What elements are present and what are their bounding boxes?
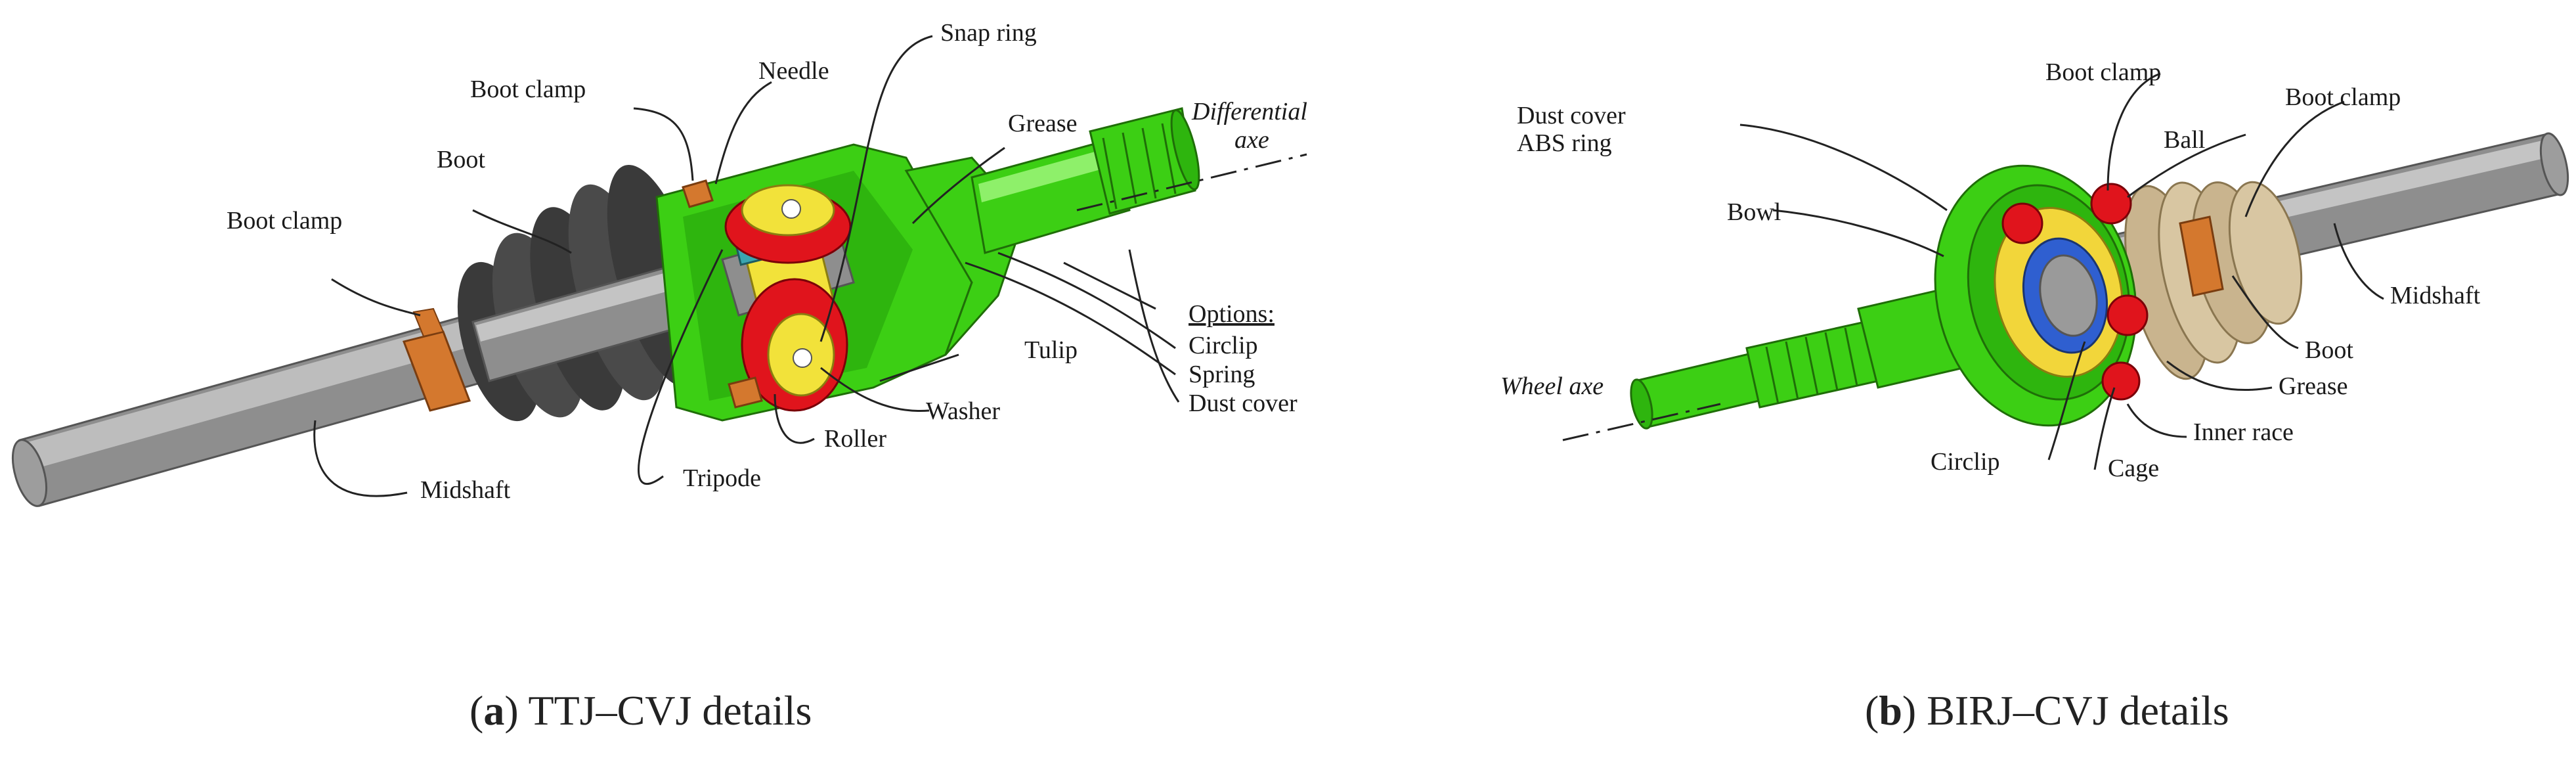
caption-b: (b) BIRJ–CVJ details bbox=[1865, 687, 2229, 734]
birj-label-inner-race: Inner race bbox=[2193, 418, 2294, 446]
ttj-label-boot: Boot bbox=[437, 146, 485, 173]
ttj-label-circlip: Circlip bbox=[1189, 332, 1258, 359]
ttj-label-dust-cover: Dust cover bbox=[1189, 390, 1298, 417]
birj-boot-clamp-right bbox=[2179, 215, 2224, 297]
birj-label-boot: Boot bbox=[2305, 336, 2353, 364]
birj-label-ball: Ball bbox=[2164, 126, 2205, 154]
ttj-label-boot-clamp-left: Boot clamp bbox=[227, 207, 342, 235]
birj-label-cage: Cage bbox=[2108, 455, 2159, 482]
caption-b-letter: b bbox=[1879, 687, 1902, 734]
ttj-label-tulip: Tulip bbox=[1024, 336, 1078, 364]
ttj-roller-bottom bbox=[741, 278, 848, 412]
ttj-label-tripode: Tripode bbox=[683, 464, 761, 492]
ttj-label-spring: Spring bbox=[1189, 361, 1255, 388]
ttj-boot-clamp-left bbox=[402, 307, 471, 412]
ttj-leader-lines bbox=[313, 35, 1180, 497]
caption-b-text: ) BIRJ–CVJ details bbox=[1902, 687, 2229, 734]
caption-a: (a) TTJ–CVJ details bbox=[469, 687, 812, 734]
ttj-boot-clamp-top bbox=[682, 179, 763, 409]
ttj-roller-top bbox=[724, 184, 852, 264]
birj-label-dust-cover: Dust cover bbox=[1517, 102, 1626, 129]
ttj-label-boot-clamp-top: Boot clamp bbox=[470, 76, 586, 103]
ttj-label-differential: Differential bbox=[1191, 98, 1307, 125]
caption-a-text: ) TTJ–CVJ details bbox=[504, 687, 812, 734]
ttj-label-washer: Washer bbox=[926, 397, 1000, 425]
ttj-label-options: Options: bbox=[1189, 300, 1275, 328]
birj-label-wheel-axe: Wheel axe bbox=[1500, 372, 1604, 400]
birj-label-circlip: Circlip bbox=[1931, 448, 2000, 476]
birj-label-boot-clamp-2: Boot clamp bbox=[2285, 83, 2401, 111]
panel-b-birj-diagram: Dust cover ABS ring Boot clamp Boot clam… bbox=[1500, 58, 2569, 482]
birj-leader-lines bbox=[1739, 72, 2384, 470]
birj-label-midshaft: Midshaft bbox=[2390, 282, 2481, 309]
ttj-label-roller: Roller bbox=[824, 425, 886, 453]
ttj-label-axe: axe bbox=[1234, 126, 1269, 154]
birj-label-bowl: Bowl bbox=[1727, 198, 1781, 226]
panel-a-ttj-diagram: Needle Snap ring Boot clamp Boot Boot cl… bbox=[11, 19, 1307, 507]
birj-wheel-axe-shaft bbox=[1630, 288, 1965, 430]
birj-label-abs-ring: ABS ring bbox=[1517, 129, 1612, 157]
birj-label-boot-clamp-1: Boot clamp bbox=[2045, 58, 2161, 86]
caption-a-letter: a bbox=[483, 687, 505, 734]
ttj-midshaft bbox=[11, 311, 500, 507]
ttj-label-grease: Grease bbox=[1008, 110, 1077, 137]
birj-inner-race bbox=[2022, 237, 2108, 354]
ttj-label-needle: Needle bbox=[758, 57, 829, 85]
birj-balls bbox=[2001, 183, 2149, 401]
ttj-label-midshaft: Midshaft bbox=[420, 476, 511, 504]
ttj-label-snap-ring: Snap ring bbox=[940, 19, 1037, 47]
birj-label-grease: Grease bbox=[2279, 372, 2347, 400]
